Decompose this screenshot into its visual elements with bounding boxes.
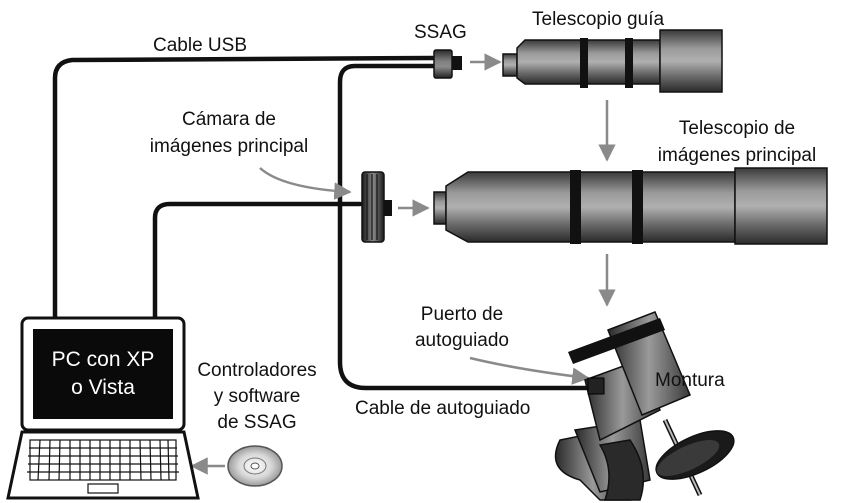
camera-pointer-line [259, 167, 352, 200]
label-pc-line1: PC con XP [52, 348, 155, 371]
main-imaging-camera [361, 171, 392, 243]
label-controladores-line3: de SSAG [217, 412, 296, 433]
label-telescopio-main-line1: Telescopio de [679, 118, 795, 139]
label-controladores-line1: Controladores [197, 360, 316, 381]
cd-disc-icon [227, 445, 283, 487]
label-pc-line2: o Vista [71, 376, 135, 399]
main-imaging-telescope [433, 167, 828, 245]
ssag-camera [433, 49, 462, 79]
label-telescopio-guia: Telescopio guía [532, 9, 664, 30]
label-montura: Montura [655, 370, 725, 391]
camera-cable [152, 201, 363, 321]
label-puerto-line2: autoguiado [415, 330, 509, 351]
mount [554, 311, 735, 501]
label-telescopio-main-line2: imágenes principal [658, 145, 816, 166]
label-puerto-line1: Puerto de [421, 304, 503, 325]
autoguide-cable [337, 63, 598, 391]
label-cable-usb: Cable USB [153, 35, 247, 56]
label-ssag: SSAG [414, 22, 467, 43]
keyboard [27, 439, 179, 494]
label-camara-line1: Cámara de [182, 109, 276, 130]
guide-telescope [502, 29, 723, 93]
port-pointer-line [469, 356, 590, 385]
label-camara-line2: imágenes principal [150, 136, 308, 157]
usb-cable [52, 55, 436, 321]
label-controladores-line2: y software [214, 386, 301, 407]
laptop-icon [6, 316, 200, 500]
label-cable-autoguiado: Cable de autoguiado [355, 398, 530, 419]
